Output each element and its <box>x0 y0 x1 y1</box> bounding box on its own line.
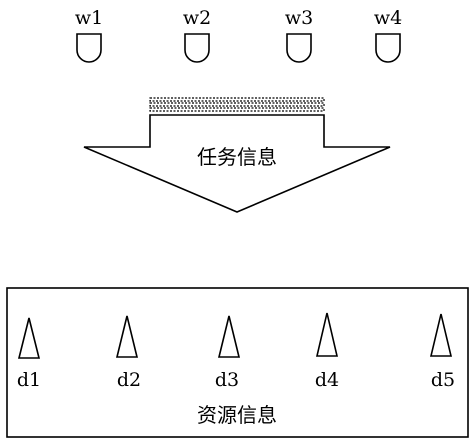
resource-label: d1 <box>17 369 41 391</box>
resource-box: d1 d2 d3 d4 d5 资源信息 <box>6 287 469 438</box>
down-arrow-shape <box>83 114 391 213</box>
task-arrow-label: 任务信息 <box>197 145 277 169</box>
worker-w4: w4 <box>374 7 402 63</box>
resource-d1: d1 <box>17 317 41 391</box>
resource-d2: d2 <box>115 315 141 391</box>
resource-d5: d5 <box>429 313 455 391</box>
worker-label: w1 <box>75 7 103 29</box>
worker-node-icon <box>76 33 102 63</box>
worker-w2: w2 <box>183 7 211 63</box>
stacked-lines-icon <box>149 97 325 112</box>
resource-label: d3 <box>215 369 239 391</box>
resource-cone-icon <box>115 315 139 358</box>
resource-cone-icon <box>217 315 241 358</box>
resource-cone-icon <box>429 313 453 357</box>
resource-box-border <box>6 287 469 438</box>
task-arrow: 任务信息 <box>83 97 391 213</box>
worker-node-icon <box>286 33 312 63</box>
resource-label: d2 <box>117 369 141 391</box>
worker-label: w2 <box>183 7 211 29</box>
resource-label: d4 <box>315 369 339 391</box>
worker-label: w3 <box>285 7 313 29</box>
resource-d3: d3 <box>215 315 241 391</box>
worker-node-icon <box>184 33 210 63</box>
resource-d4: d4 <box>315 312 339 391</box>
resource-cone-icon <box>315 312 339 357</box>
worker-w1: w1 <box>75 7 103 63</box>
resource-label: d5 <box>431 369 455 391</box>
resource-cone-icon <box>17 317 41 359</box>
worker-label: w4 <box>374 7 402 29</box>
resource-box-title: 资源信息 <box>197 403 277 427</box>
worker-node-icon <box>375 33 401 63</box>
worker-group: w1 w2 w3 w4 <box>75 7 402 63</box>
worker-w3: w3 <box>285 7 313 63</box>
